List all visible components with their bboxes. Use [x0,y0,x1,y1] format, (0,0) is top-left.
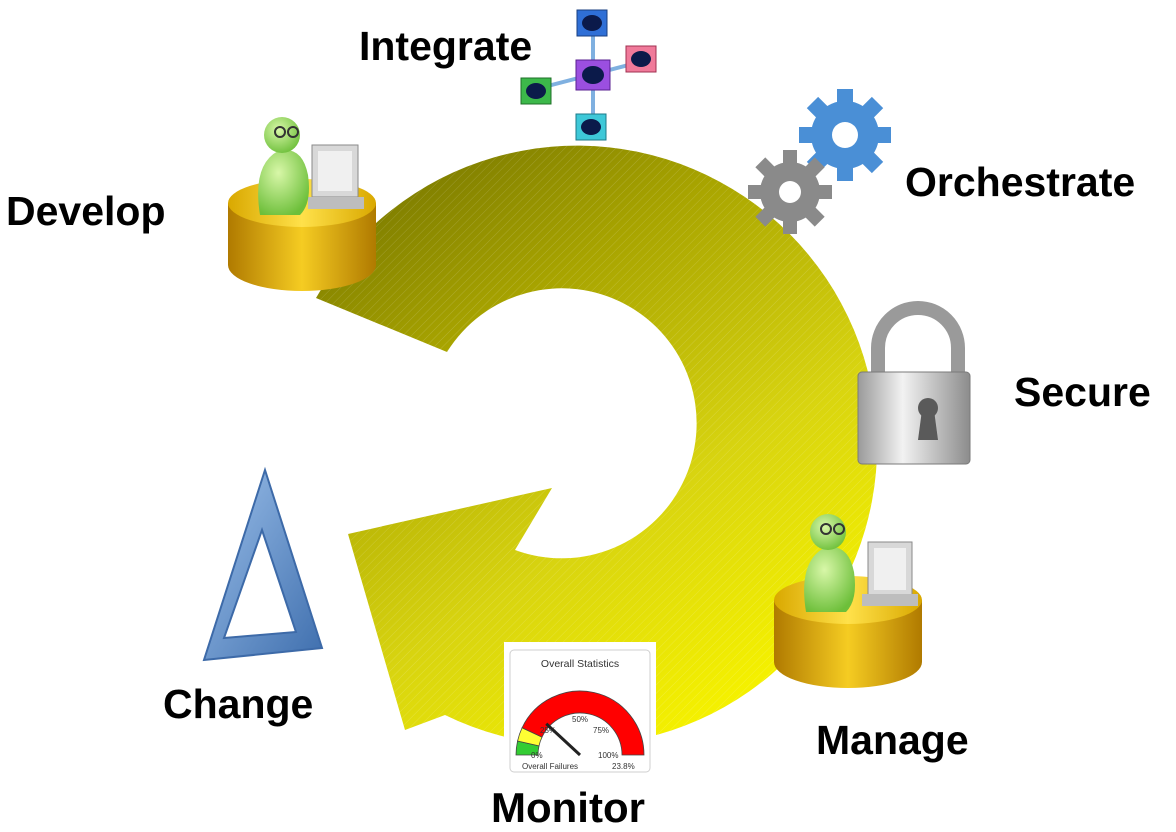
gauge-metric-label: Overall Failures [522,762,578,771]
gauge-title: Overall Statistics [541,658,619,670]
gauge-icon: Overall Statistics 25% 50% 75% 0% 100% O… [504,642,656,774]
gauge-needle [545,722,582,757]
stage-label-secure: Secure [1014,369,1151,415]
stage-label-manage: Manage [816,717,969,763]
stage-label-monitor: Monitor [491,784,645,831]
integration-network-icon [520,9,657,141]
gauge-tick-50: 50% [572,715,588,724]
gears-icon [748,89,891,234]
gauge-tick-75: 75% [593,726,609,735]
gauge-tick-25: 25% [540,726,556,735]
stage-label-change: Change [163,681,314,727]
gauge-segment-red [521,690,645,756]
stage-label-integrate: Integrate [359,23,533,69]
gauge-arc [515,690,645,756]
gauge-tick-100: 100% [598,751,618,760]
user-at-computer-icon [228,117,376,291]
gauge-tick-0: 0% [531,751,543,760]
delta-triangle-icon [202,466,324,662]
cycle-arrow [316,145,878,746]
user-at-computer-icon [774,514,922,688]
gauge-metric-value: 23.8% [612,762,635,771]
stage-label-develop: Develop [6,188,166,234]
stage-label-orchestrate: Orchestrate [905,159,1136,205]
padlock-icon [857,301,971,465]
